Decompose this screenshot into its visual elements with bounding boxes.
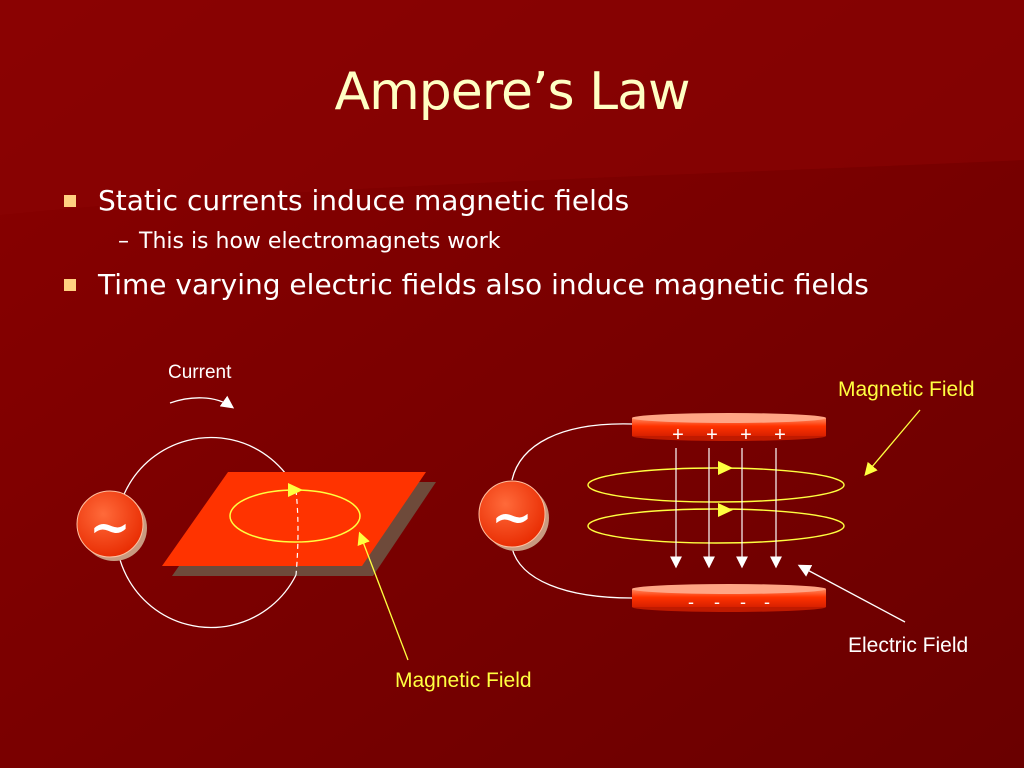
bullet-text: Static currents induce magnetic fields <box>98 184 630 217</box>
bullet-text: Time varying electric fields also induce… <box>98 268 869 301</box>
plate-charge: + <box>706 424 718 446</box>
bullet-item: Static currents induce magnetic fields <box>64 184 629 217</box>
plate-charge: - <box>688 592 694 612</box>
current-label: Current <box>168 362 232 383</box>
electric-field-lines <box>670 448 782 569</box>
left-diagram: Current ~ Magnetic Field <box>76 362 532 692</box>
plate-charge: - <box>764 592 770 612</box>
wire-through-plane <box>295 489 299 576</box>
dash-bullet-icon: – <box>118 229 129 254</box>
plate-charge: + <box>672 424 684 446</box>
top-capacitor-plate: + + + + <box>632 413 826 446</box>
plate-charge: + <box>774 424 786 446</box>
square-bullet-icon <box>64 194 76 207</box>
magnetic-field-label: Magnetic Field <box>395 669 532 692</box>
field-direction-arrow-icon <box>288 483 303 497</box>
bottom-wire <box>511 547 633 599</box>
magnetic-field-loop <box>587 508 845 544</box>
ac-source <box>76 490 144 558</box>
current-arrow-icon <box>169 395 235 409</box>
right-diagram: + + + + - - - - ~ Magnetic Field Electri… <box>478 378 975 657</box>
top-wire <box>511 423 633 481</box>
ac-source-symbol: ~ <box>89 497 131 556</box>
field-direction-arrow-icon <box>718 461 733 475</box>
bottom-capacitor-plate: - - - - <box>632 584 826 612</box>
sub-bullet-text: This is how electromagnets work <box>139 229 501 254</box>
square-bullet-icon <box>64 278 76 291</box>
magnetic-field-pointer <box>864 409 921 476</box>
bullet-item: Time varying electric fields also induce… <box>64 268 869 301</box>
slide-title: Ampere’s Law <box>334 62 691 122</box>
magnetic-field-label: Magnetic Field <box>838 378 975 401</box>
electric-field-label: Electric Field <box>848 634 968 657</box>
plate-charge: - <box>740 592 746 612</box>
magnetic-field-pointer <box>357 531 409 661</box>
electric-field-pointer <box>797 564 906 623</box>
plate-charge: + <box>740 424 752 446</box>
ac-source-symbol: ~ <box>491 487 533 546</box>
field-direction-arrow-icon <box>718 503 733 517</box>
sub-bullet-item: –This is how electromagnets work <box>118 229 501 254</box>
ac-source <box>478 480 546 548</box>
plate-charge: - <box>714 592 720 612</box>
magnetic-field-loop <box>587 467 845 503</box>
